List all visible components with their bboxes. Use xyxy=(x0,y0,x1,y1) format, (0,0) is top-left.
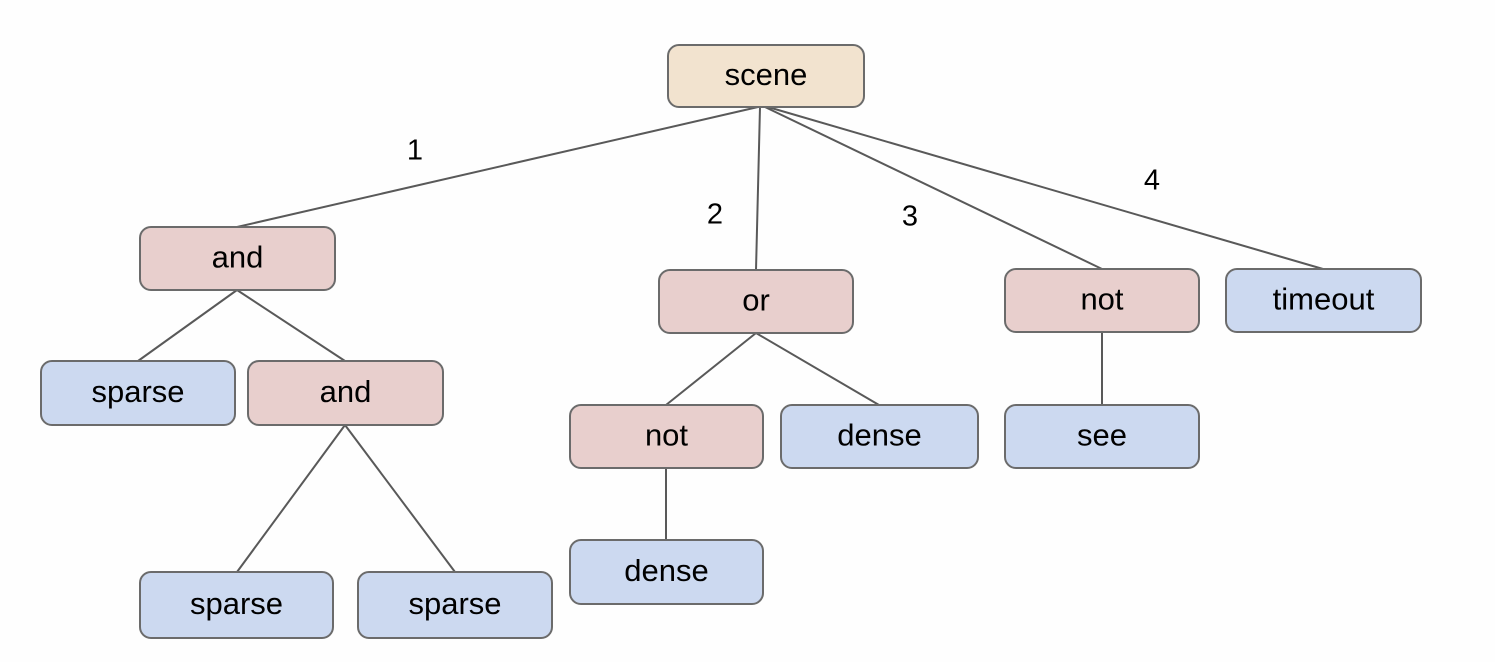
tree-edge xyxy=(764,106,1103,270)
node-label: scene xyxy=(725,57,808,92)
node-label: sparse xyxy=(408,586,501,621)
tree-edge xyxy=(236,289,346,362)
node-box[interactable] xyxy=(780,404,979,469)
node-label: not xyxy=(645,418,688,453)
node-box[interactable] xyxy=(40,360,236,426)
edge-labels-layer: 1 2 3 4 xyxy=(407,135,1160,233)
tree-node-and2[interactable]: and xyxy=(247,360,444,426)
node-box[interactable] xyxy=(569,404,764,469)
node-box[interactable] xyxy=(1225,268,1422,333)
edge-label: 3 xyxy=(902,201,918,233)
node-box[interactable] xyxy=(1004,268,1200,333)
tree-node-sparse2[interactable]: sparse xyxy=(139,571,334,639)
tree-node-sparse3[interactable]: sparse xyxy=(357,571,553,639)
node-label: dense xyxy=(837,418,921,453)
tree-node-scene[interactable]: scene xyxy=(667,44,865,108)
tree-node-sparse1[interactable]: sparse xyxy=(40,360,236,426)
node-box[interactable] xyxy=(357,571,553,639)
node-box[interactable] xyxy=(1004,404,1200,469)
node-box[interactable] xyxy=(139,226,336,291)
node-label: and xyxy=(320,374,372,409)
node-label: and xyxy=(212,240,264,275)
tree-edge xyxy=(236,424,346,573)
tree-node-timeout1[interactable]: timeout xyxy=(1225,268,1422,333)
tree-node-or1[interactable]: or xyxy=(658,269,854,334)
tree-edge xyxy=(767,106,1324,270)
node-label: sparse xyxy=(190,586,283,621)
node-box[interactable] xyxy=(569,539,764,605)
tree-edge xyxy=(665,332,757,406)
node-box[interactable] xyxy=(667,44,865,108)
node-label: sparse xyxy=(91,374,184,409)
tree-node-dense1[interactable]: dense xyxy=(780,404,979,469)
tree-node-see1[interactable]: see xyxy=(1004,404,1200,469)
tree-node-dense2[interactable]: dense xyxy=(569,539,764,605)
tree-edge xyxy=(755,106,761,271)
node-label: timeout xyxy=(1273,282,1375,317)
node-box[interactable] xyxy=(658,269,854,334)
edge-label: 1 xyxy=(407,135,423,167)
tree-node-not2[interactable]: not xyxy=(1004,268,1200,333)
tree-edge xyxy=(236,106,759,228)
tree-edge xyxy=(755,332,880,406)
nodes-layer: scene and sparse and sparse sparse or not dense d… xyxy=(40,44,1422,639)
tree-edge xyxy=(344,424,456,573)
node-label: or xyxy=(742,283,770,318)
node-box[interactable] xyxy=(247,360,444,426)
node-label: see xyxy=(1077,418,1127,453)
edges-layer xyxy=(137,106,1324,573)
edge-label: 2 xyxy=(707,199,723,231)
node-label: dense xyxy=(624,553,708,588)
tree-node-not1[interactable]: not xyxy=(569,404,764,469)
node-box[interactable] xyxy=(139,571,334,639)
tree-node-and1[interactable]: and xyxy=(139,226,336,291)
tree-edge xyxy=(137,289,238,362)
node-label: not xyxy=(1080,282,1123,317)
edge-label: 4 xyxy=(1144,165,1160,197)
